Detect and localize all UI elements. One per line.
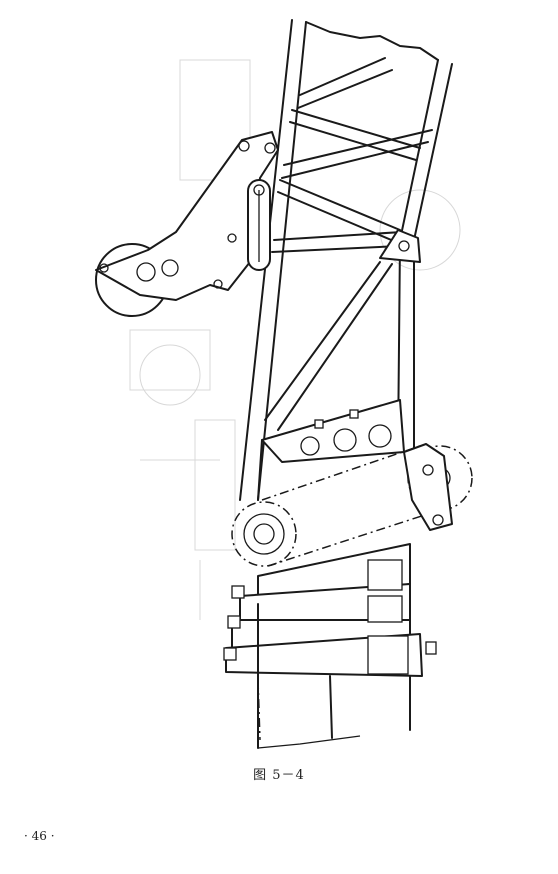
page-number: · 46 · [24, 829, 55, 843]
lower-plate [257, 399, 405, 501]
dash-dot-linkage [231, 443, 473, 567]
figure-caption: 图 5－4 [253, 768, 305, 783]
swing-arm-assembly [95, 131, 279, 317]
background-ghost-lines [129, 59, 461, 620]
lower-stack [223, 543, 437, 749]
